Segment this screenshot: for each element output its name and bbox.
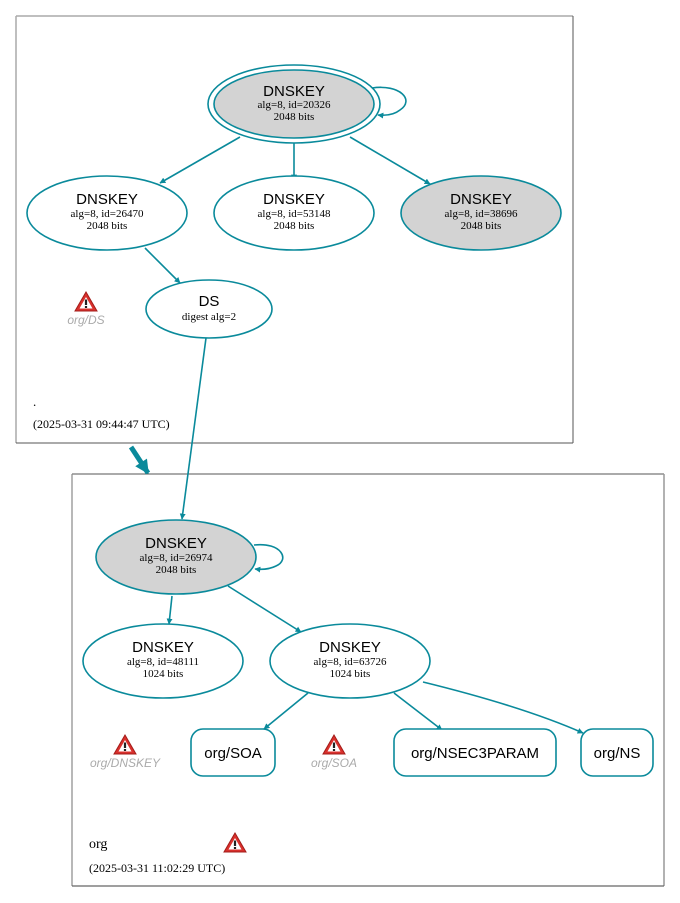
node-key-info: alg=8, id=38696 (445, 208, 518, 220)
edge-org-ksk-48111 (166, 595, 173, 625)
node-digest-info: digest alg=2 (182, 311, 236, 323)
zone-name-label: org (89, 837, 107, 852)
edge-ds-org-ksk (179, 337, 207, 520)
edge-63726-nsec3param (393, 692, 443, 731)
node-org-nsec3param[interactable]: org/NSEC3PARAM (393, 728, 557, 777)
warning-label: org/DS (67, 313, 104, 327)
edge-org-ksk-self (253, 543, 284, 573)
node-key-size: 2048 bits (274, 111, 315, 123)
node-org-ns[interactable]: org/NS (580, 728, 654, 777)
node-org-26974[interactable]: DNSKEY alg=8, id=26974 2048 bits (95, 519, 257, 595)
node-root-26470[interactable]: DNSKEY alg=8, id=26470 2048 bits (26, 175, 188, 251)
edge-org-ksk-63726 (227, 585, 302, 633)
node-org-ds[interactable]: DS digest alg=2 (145, 279, 273, 339)
node-key-size: 2048 bits (274, 220, 315, 232)
warning-label: org/DNSKEY (90, 756, 161, 770)
node-type-label: DNSKEY (263, 83, 325, 100)
warning-org-ds[interactable]: org/DS (67, 291, 105, 327)
edge-26470-ds (144, 247, 181, 284)
rrset-label: org/SOA (204, 745, 262, 762)
node-org-63726[interactable]: DNSKEY alg=8, id=63726 1024 bits (269, 623, 431, 699)
edge-root-ksk-self (371, 86, 407, 119)
node-key-info: alg=8, id=20326 (258, 99, 331, 111)
node-key-info: alg=8, id=26974 (140, 552, 213, 564)
node-key-size: 2048 bits (156, 564, 197, 576)
warning-org-soa[interactable]: org/SOA (311, 734, 357, 770)
zone-org (71, 473, 665, 887)
warning-icon (223, 832, 247, 853)
node-key-size: 2048 bits (461, 220, 502, 232)
warning-icon (113, 734, 137, 755)
node-key-size: 2048 bits (87, 220, 128, 232)
node-type-label: DNSKEY (76, 191, 138, 208)
node-key-info: alg=8, id=63726 (314, 656, 387, 668)
zone-name-label: . (33, 394, 36, 409)
zone-timestamp: (2025-03-31 11:02:29 UTC) (89, 861, 225, 875)
node-type-label: DNSKEY (145, 535, 207, 552)
rrset-label: org/NSEC3PARAM (411, 745, 539, 762)
node-root-ksk[interactable]: DNSKEY alg=8, id=20326 2048 bits (207, 64, 381, 144)
edge-root-ksk-38696 (349, 136, 431, 185)
node-key-info: alg=8, id=53148 (258, 208, 331, 220)
node-root-53148[interactable]: DNSKEY alg=8, id=53148 2048 bits (213, 175, 375, 251)
node-type-label: DS (199, 293, 220, 310)
node-type-label: DNSKEY (263, 191, 325, 208)
zone-root (15, 15, 574, 444)
warning-org-dnskey[interactable]: org/DNSKEY (90, 734, 161, 770)
edge-root-ksk-26470 (159, 136, 241, 184)
edge-63726-ns (422, 681, 584, 734)
node-org-soa[interactable]: org/SOA (190, 728, 276, 777)
zone-timestamp: (2025-03-31 09:44:47 UTC) (33, 417, 170, 431)
warning-label: org/SOA (311, 756, 357, 770)
node-root-38696[interactable]: DNSKEY alg=8, id=38696 2048 bits (400, 175, 562, 251)
warning-icon (322, 734, 346, 755)
node-org-48111[interactable]: DNSKEY alg=8, id=48111 1024 bits (82, 623, 244, 699)
node-type-label: DNSKEY (132, 639, 194, 656)
node-key-size: 1024 bits (330, 668, 371, 680)
delegation-arrow (128, 445, 151, 475)
warning-org-zone[interactable] (223, 832, 247, 853)
node-key-info: alg=8, id=26470 (71, 208, 144, 220)
node-type-label: DNSKEY (450, 191, 512, 208)
node-type-label: DNSKEY (319, 639, 381, 656)
warning-icon (74, 291, 98, 312)
edge-63726-soa (263, 692, 309, 730)
node-key-size: 1024 bits (143, 668, 184, 680)
rrset-label: org/NS (594, 745, 641, 762)
node-key-info: alg=8, id=48111 (127, 656, 199, 668)
